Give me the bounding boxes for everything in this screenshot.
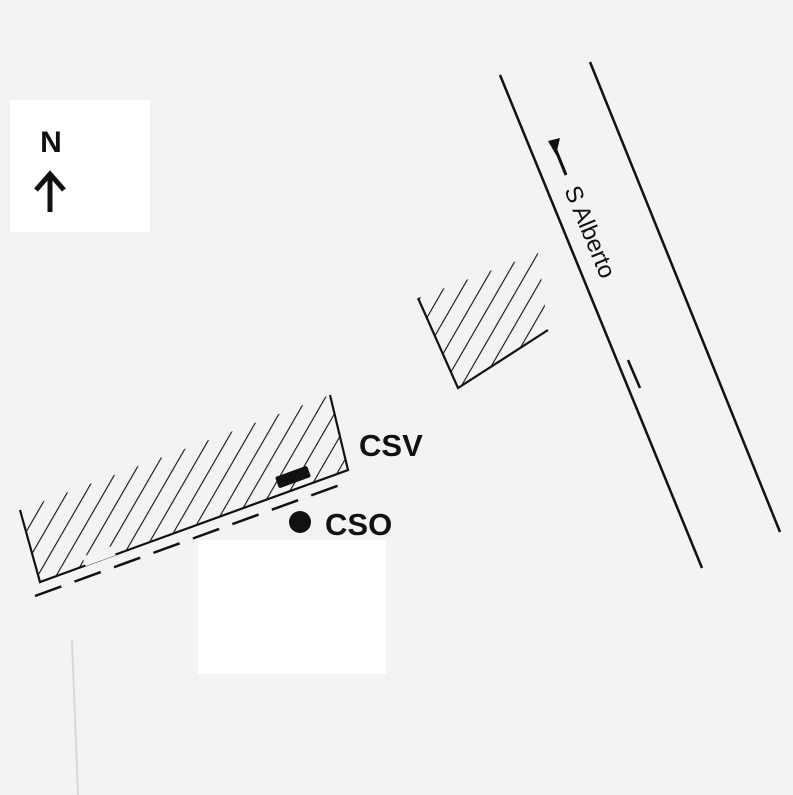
faint-line — [71, 639, 79, 795]
direction-arrowhead-icon — [548, 138, 560, 155]
paper-patch — [198, 540, 386, 674]
cso-dot-icon — [289, 511, 311, 533]
north-arrow-icon — [34, 170, 66, 212]
north-label: N — [40, 126, 62, 159]
street-edge-west — [498, 74, 704, 569]
cso-label: CSO — [325, 507, 392, 542]
building-gap — [82, 545, 116, 567]
csv-label: CSV — [359, 428, 423, 463]
legend-panel — [10, 100, 150, 232]
csv-block-icon — [275, 466, 311, 488]
street-label-dash — [626, 359, 642, 389]
street-edge-east — [588, 61, 782, 533]
frontage-dashed-line — [34, 480, 349, 598]
